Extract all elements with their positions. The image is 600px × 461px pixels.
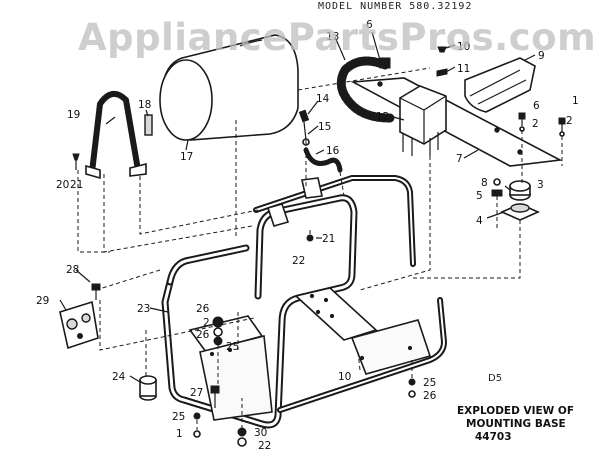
callout-8: 8 (481, 177, 488, 189)
bracket-9 (464, 57, 536, 113)
callout-5: 5 (476, 190, 483, 202)
bolt-1 (558, 117, 566, 137)
callout-11: 11 (457, 63, 470, 75)
callout-9: 9 (538, 50, 545, 62)
callout-22: 22 (292, 255, 305, 267)
bolt-27 (210, 385, 220, 408)
callout-6: 6 (366, 19, 373, 31)
callout-1: 1 (572, 95, 579, 107)
callout-28: 28 (66, 264, 79, 276)
tube-frame (161, 175, 447, 429)
caption-line-2: MOUNTING BASE (466, 418, 566, 430)
callout-10: 10 (338, 371, 351, 383)
callout-26: 26 (423, 390, 437, 402)
callout-18: 18 (138, 99, 151, 111)
caption-line-1: EXPLODED VIEW OF (457, 405, 574, 417)
caption-line-3: 44703 (475, 431, 512, 443)
bolt-28 (91, 283, 101, 300)
callout-25: 25 (226, 341, 239, 353)
callout-27: 27 (190, 387, 203, 399)
foot-24 (139, 375, 157, 401)
screw-20 (72, 153, 80, 170)
bolt-6 (518, 112, 526, 132)
model-number-header: MODEL NUMBER 580.32192 (318, 1, 472, 12)
callout-10: 10 (457, 41, 470, 53)
callout-29: 29 (36, 295, 49, 307)
callout-7: 7 (456, 153, 463, 165)
callout-numbers: 6 13 10 11 9 6 1 2 2 12 7 8 5 3 4 14 15 … (36, 19, 579, 452)
hose-13 (336, 56, 395, 123)
callout-2: 2 (203, 317, 210, 329)
watermark: AppliancePartsPros.com (78, 16, 596, 59)
leader-lines (59, 31, 536, 383)
fuel-line (298, 109, 343, 173)
callout-17: 17 (180, 151, 193, 163)
callout-30: 30 (254, 427, 267, 439)
callout-4: 4 (476, 215, 483, 227)
callout-26: 26 (196, 303, 210, 315)
callout-15: 15 (318, 121, 331, 133)
tank-strap (85, 91, 147, 180)
isolator-mount (500, 180, 540, 221)
callout-16: 16 (326, 145, 340, 157)
washers-25-26 (193, 234, 416, 447)
nut-8 (491, 178, 503, 197)
module-12 (399, 85, 447, 156)
callout-3: 3 (537, 179, 544, 191)
fuel-tank (159, 34, 299, 141)
callout-20: 20 (56, 179, 69, 191)
callout-2: 2 (566, 115, 573, 127)
callout-2: 2 (532, 118, 539, 130)
callout-6: 6 (533, 100, 540, 112)
callout-12: 12 (376, 111, 389, 123)
callout-21: 21 (70, 179, 83, 191)
outlet-panel (59, 300, 99, 350)
callout-25: 25 (172, 411, 185, 423)
callout-21: 21 (322, 233, 335, 245)
callout-26: 26 (196, 329, 210, 341)
callout-23: 23 (137, 303, 150, 315)
callout-24: 24 (112, 371, 126, 383)
clip-10 (436, 46, 448, 77)
callout-19: 19 (67, 109, 80, 121)
strap-clip (144, 114, 153, 136)
callout-1: 1 (176, 428, 183, 440)
drawing-code: D5 (488, 373, 502, 384)
callout-25: 25 (423, 377, 436, 389)
callout-13: 13 (326, 31, 339, 43)
callout-22: 22 (258, 440, 271, 452)
assembly-lines (77, 67, 563, 436)
callout-14: 14 (316, 93, 330, 105)
